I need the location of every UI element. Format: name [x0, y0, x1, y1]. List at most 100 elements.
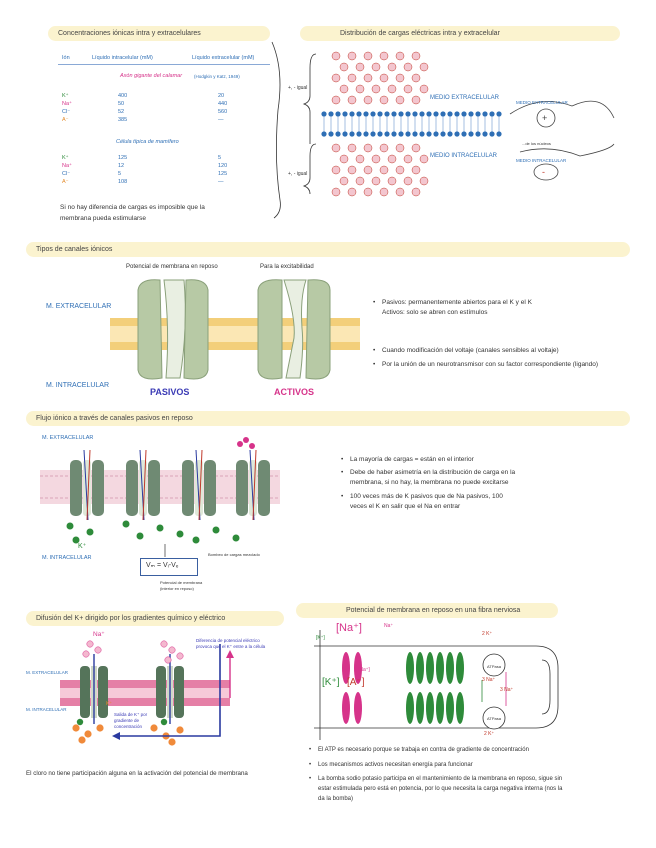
lipid-head — [489, 111, 494, 116]
na-small-label: [Na⁺] — [358, 666, 370, 675]
ion-charge — [332, 188, 340, 196]
ion-charge — [388, 63, 396, 71]
k-ion — [157, 525, 164, 532]
lipid-head — [377, 131, 382, 136]
three-na-top: 3 Na⁺ — [500, 686, 513, 695]
ion-charge — [388, 155, 396, 163]
k-small-label: [K⁺] — [316, 634, 325, 643]
lipid-head — [391, 131, 396, 136]
ion-charge — [348, 96, 356, 104]
section-title-distribucion: Distribución de cargas eléctricas intra … — [300, 26, 620, 41]
lipid-head — [349, 131, 354, 136]
na-ion — [237, 441, 243, 447]
lipid-head — [447, 111, 452, 116]
ion-charge — [412, 166, 420, 174]
bullet-100-veces-line1: 100 veces más de K pasivos que de Na pas… — [350, 492, 503, 501]
ion-charge — [356, 63, 364, 71]
ion-charge — [420, 177, 428, 185]
ion-charge — [396, 188, 404, 196]
rows1-row-3-ion: A⁻ — [62, 116, 69, 125]
ion-charge — [364, 96, 372, 104]
lipid-head — [461, 131, 466, 136]
subheading-mamifero: Célula típica de mamífero — [116, 138, 179, 147]
col-extra-header: Líquido extracelular (mM) — [192, 54, 254, 63]
bullet-bomba-line3: da la bomba) — [318, 795, 353, 804]
ion-charge — [412, 96, 420, 104]
na-ion — [243, 437, 249, 443]
ion-charge — [380, 52, 388, 60]
diferencia-potencial-text: Diferencia de potencial eléctrico provoc… — [196, 638, 266, 650]
bullet-bomba-line1: La bomba sodio potasio participa en el m… — [318, 775, 562, 784]
bullet-pasivos-line2: Activos: solo se abren con estímulos — [382, 308, 488, 317]
lipid-head — [363, 111, 368, 116]
lipid-head — [468, 111, 473, 116]
ion-charge — [404, 177, 412, 185]
ion-channel — [446, 652, 454, 684]
na-ion — [249, 443, 255, 449]
pasivos-label: PASIVOS — [150, 388, 189, 397]
k-ion — [233, 535, 240, 542]
lipid-head — [496, 111, 501, 116]
ion-charge — [372, 177, 380, 185]
ion-channel — [456, 652, 464, 684]
bullet-100-veces-line2: veces el K en salir que el Na en entrar — [350, 502, 460, 511]
lipid-head — [433, 131, 438, 136]
rows1-row-3-intra: 385 — [118, 116, 127, 125]
ion-charge — [380, 96, 388, 104]
lipid-head — [440, 131, 445, 136]
channels-diagram — [110, 278, 360, 388]
k-ion — [177, 531, 184, 538]
lipid-head — [398, 131, 403, 136]
m-extracelular-label: M. EXTRACELULAR — [46, 302, 111, 311]
rows2-row-3-ion: A⁻ — [62, 178, 69, 187]
ion-charge — [420, 155, 428, 163]
k-ion — [72, 724, 79, 731]
medio-extracelular-label-2: MEDIO EXTRACELULAR — [516, 98, 568, 107]
lipid-head — [447, 131, 452, 136]
na-ion — [83, 651, 89, 657]
ion-channel — [436, 692, 444, 724]
lipid-head — [391, 111, 396, 116]
medio-extracelular-label: MEDIO EXTRACELULAR — [430, 94, 499, 103]
k-ion — [137, 533, 144, 540]
lipid-head — [496, 131, 501, 136]
a-bracket-big: [A⁻] — [347, 678, 365, 687]
ion-charge — [396, 144, 404, 152]
ion-charge — [404, 63, 412, 71]
ion-charge — [396, 74, 404, 82]
lipid-head — [419, 131, 424, 136]
na-bracket-big: [Na⁺] — [336, 624, 362, 633]
bullet-mayoria: La mayoría de cargas = están en el inter… — [350, 455, 474, 464]
section-title-canales: Tipos de canales iónicos — [26, 242, 630, 257]
ion-channel — [426, 692, 434, 724]
lipid-head — [349, 111, 354, 116]
bullet-pasivos-line1: Pasivos: permanentemente abiertos para e… — [382, 298, 532, 307]
ion-charge — [396, 166, 404, 174]
ion-charge — [404, 85, 412, 93]
formula-arrow — [160, 544, 170, 560]
section-title-flujo: Flujo iónico a través de canales pasivos… — [26, 411, 630, 426]
lipid-head — [433, 111, 438, 116]
ion-charge — [348, 188, 356, 196]
charge-distribution-diagram: + - — [310, 48, 620, 198]
k-ion — [168, 738, 175, 745]
ion-charge — [380, 188, 388, 196]
lipid-head — [475, 111, 480, 116]
ion-charge — [332, 96, 340, 104]
svg-text:-: - — [542, 167, 545, 177]
label-potencial-reposo: Potencial de membrana en reposo — [126, 263, 218, 272]
note-cargas-line1: Si no hay diferencia de cargas es imposi… — [60, 203, 205, 212]
ion-charge — [364, 166, 372, 174]
lipid-head — [321, 131, 326, 136]
lipid-head — [412, 131, 417, 136]
ion-channel — [406, 652, 414, 684]
ion-charge — [412, 188, 420, 196]
ion-charge — [340, 177, 348, 185]
ion-channel — [446, 692, 454, 724]
rows2-row-3-intra: 108 — [118, 178, 127, 187]
na-top-label: Na⁺ — [384, 622, 393, 631]
flujo-m-intracelular: M. INTRACELULAR — [42, 554, 92, 563]
ion-charge — [348, 74, 356, 82]
lipid-head — [454, 131, 459, 136]
ion-channel — [354, 692, 362, 724]
